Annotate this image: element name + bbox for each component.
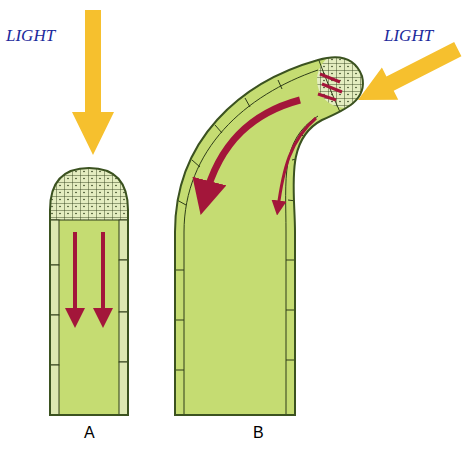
light-label: LIGHT (384, 26, 433, 46)
light-arrow (350, 33, 466, 116)
shoot-tip (40, 160, 140, 420)
light-arrow (72, 10, 114, 155)
panel-letter: A (84, 424, 95, 442)
shoot-tip-bent (175, 52, 373, 415)
light-label: LIGHT (6, 26, 55, 46)
panel-letter: B (253, 424, 264, 442)
